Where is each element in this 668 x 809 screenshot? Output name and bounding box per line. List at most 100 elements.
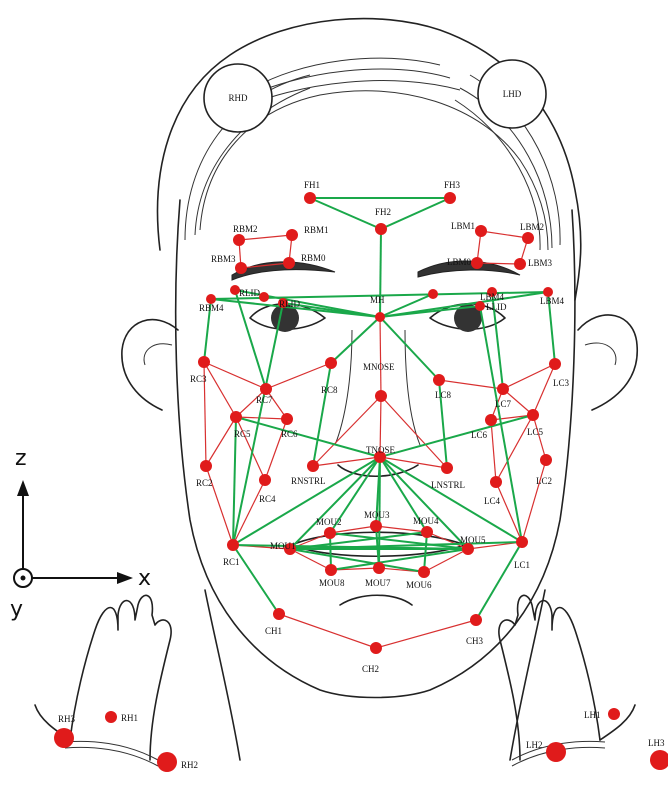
marker-mh [375, 312, 385, 322]
marker-label-rc1: RC1 [223, 557, 240, 567]
marker-rc6 [281, 413, 293, 425]
marker-label-fh1: FH1 [304, 180, 320, 190]
marker-label-lh1: LH1 [584, 710, 601, 720]
marker-label-rlid_a: RLID [239, 288, 260, 298]
red-link-lc3-lc5 [533, 364, 555, 415]
marker-label-rc3: RC3 [190, 374, 207, 384]
marker-rbm2 [233, 234, 245, 246]
marker-label-rc4: RC4 [259, 494, 276, 504]
marker-mou6 [418, 566, 430, 578]
marker-lc3 [549, 358, 561, 370]
red-link-lc6-lc4 [491, 420, 496, 482]
marker-rc4 [259, 474, 271, 486]
marker-lnstrl [441, 462, 453, 474]
marker-llid [475, 301, 485, 311]
green-link-mou4-mou6 [424, 532, 427, 572]
marker-label-tnose: TNOSE [366, 445, 396, 455]
red-link-lc7-lc3 [503, 364, 555, 389]
marker-label-lh3: LH3 [648, 738, 665, 748]
marker-label-rc7: RC7 [256, 395, 273, 405]
marker-label-lc6: LC6 [471, 430, 488, 440]
marker-label-rc8: RC8 [321, 385, 338, 395]
marker-label-lbm4_in: LBM4 [480, 292, 505, 302]
marker-ch3 [470, 614, 482, 626]
marker-label-rnstrl: RNSTRL [291, 476, 326, 486]
marker-rbm1 [286, 229, 298, 241]
green-link-rc5-tnose [236, 417, 380, 457]
marker-llid_a [428, 289, 438, 299]
marker-rc1 [227, 539, 239, 551]
marker-label-rbm0: RBM0 [301, 253, 326, 263]
marker-label-lbm1: LBM1 [451, 221, 475, 231]
marker-lc4 [490, 476, 502, 488]
right-head-pad-label: RHD [228, 93, 248, 103]
red-link-ch1-ch2 [279, 614, 376, 648]
y-axis-label: y [10, 597, 23, 622]
marker-label-lc1: LC1 [514, 560, 530, 570]
marker-lc7 [497, 383, 509, 395]
green-link-rc1-ch1 [233, 545, 279, 614]
red-link-mh-mnose [380, 317, 381, 396]
marker-mou8 [325, 564, 337, 576]
marker-fh3 [444, 192, 456, 204]
red-link-rc3-rc5 [204, 362, 236, 417]
marker-label-lc7: LC7 [495, 399, 512, 409]
marker-label-lbm2: LBM2 [520, 222, 544, 232]
marker-rc7 [260, 383, 272, 395]
marker-lc8 [433, 374, 445, 386]
marker-mou2 [324, 527, 336, 539]
red-link-lbm1-lbm2 [481, 231, 528, 238]
green-link-lc1-ch3 [476, 542, 522, 620]
marker-ch1 [273, 608, 285, 620]
marker-rc5 [230, 411, 242, 423]
marker-label-rh3: RH3 [58, 714, 76, 724]
marker-label-rh2: RH2 [181, 760, 198, 770]
red-link-mou3-mou4 [376, 526, 427, 532]
x-axis-label: x [138, 566, 151, 591]
marker-label-mou5: MOU5 [460, 535, 486, 545]
marker-label-ch1: CH1 [265, 626, 282, 636]
marker-rc3 [198, 356, 210, 368]
red-link-rbm2-rbm1 [239, 235, 292, 240]
marker-rc2 [200, 460, 212, 472]
marker-label-lnstrl: LNSTRL [431, 480, 465, 490]
marker-label-lc8: LC8 [435, 390, 452, 400]
marker-label-ch2: CH2 [362, 664, 379, 674]
red-link-ch2-ch3 [376, 620, 476, 648]
marker-label-ch3: CH3 [466, 636, 484, 646]
green-link-rc8-mh [331, 317, 380, 363]
marker-label-rlid: RLID [279, 299, 300, 309]
marker-label-mh: MH [370, 295, 385, 305]
marker-rbm0 [283, 257, 295, 269]
marker-lc6 [485, 414, 497, 426]
red-link-rc5-rc2 [206, 417, 236, 466]
marker-mou3 [370, 520, 382, 532]
marker-label-lc3: LC3 [553, 378, 570, 388]
marker-label-mou8: MOU8 [319, 578, 345, 588]
marker-label-mnose: MNOSE [363, 362, 395, 372]
marker-label-lbm0: LBM0 [447, 257, 472, 267]
marker-rh3 [54, 728, 74, 748]
red-link-tnose-rnstrl [313, 457, 380, 466]
marker-label-rbm1: RBM1 [304, 225, 329, 235]
marker-lc5 [527, 409, 539, 421]
marker-label-mou3: MOU3 [364, 510, 390, 520]
marker-rnstrl [307, 460, 319, 472]
marker-label-lc4: LC4 [484, 496, 501, 506]
z-arrow-icon [17, 480, 29, 496]
marker-label-lbm4: LBM4 [540, 296, 565, 306]
marker-label-rbm3: RBM3 [211, 254, 236, 264]
marker-lh2 [546, 742, 566, 762]
marker-label-rbm4: RBM4 [199, 303, 224, 313]
red-link-lc4-lc1 [496, 482, 522, 542]
marker-rh2 [157, 752, 177, 772]
x-arrow-icon [117, 572, 133, 584]
marker-lc2 [540, 454, 552, 466]
marker-label-llid: LLID [486, 302, 507, 312]
left-head-pad-label: LHD [503, 89, 522, 99]
marker-label-lc2: LC2 [536, 476, 552, 486]
marker-mnose [375, 390, 387, 402]
marker-rlid_b [259, 292, 269, 302]
marker-lh3 [650, 750, 668, 770]
